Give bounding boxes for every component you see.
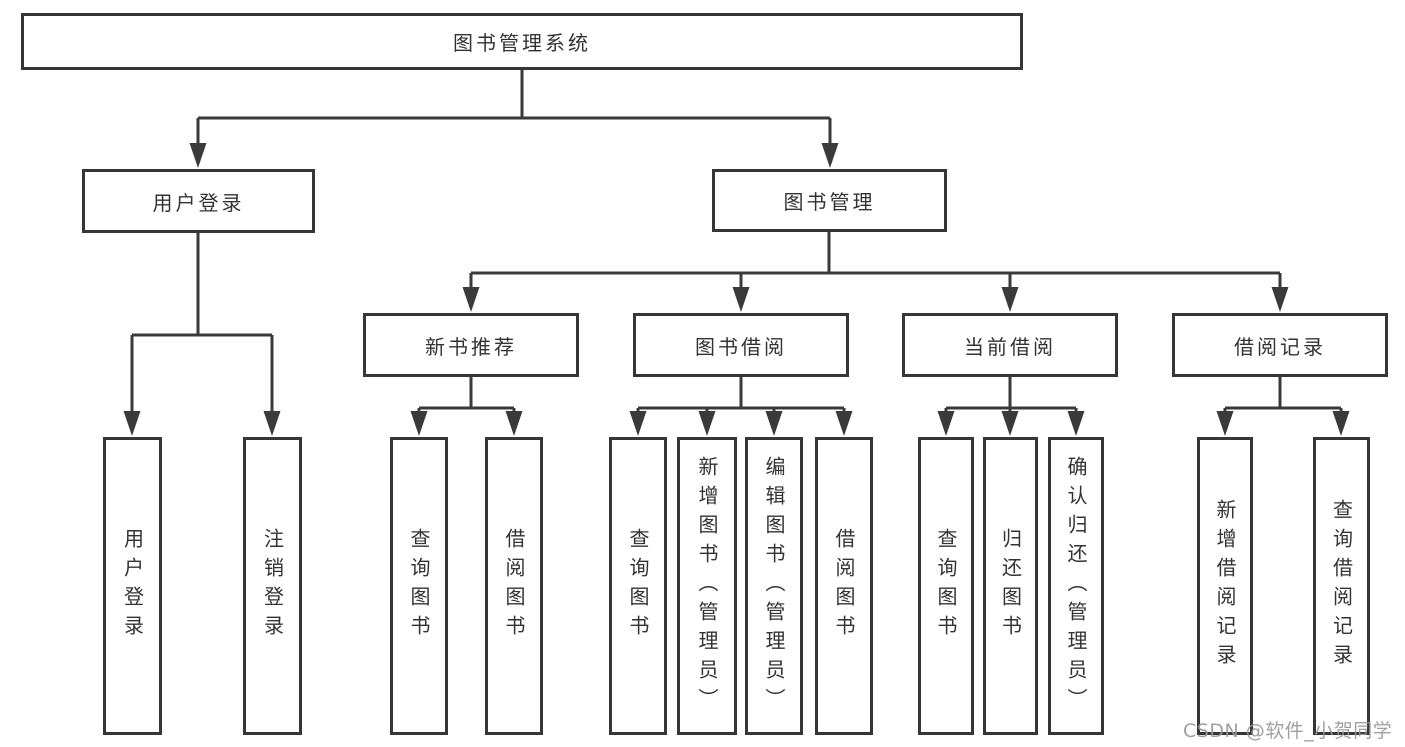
- leaf-borrow-book-recommend-label: 借阅图书: [502, 528, 526, 644]
- leaf-borrow-book-recommend: 借阅图书: [485, 437, 543, 735]
- leaf-borrow-book: 借阅图书: [815, 437, 873, 735]
- leaf-query-borrow-record-label: 查询借阅记录: [1329, 499, 1354, 673]
- connector-new-book-rec-group: [410, 377, 523, 436]
- leaf-add-borrow-record-label: 新增借阅记录: [1213, 499, 1237, 673]
- leaf-query-book-current: 查询图书: [918, 437, 974, 735]
- node-new-book-recommend: 新书推荐: [363, 313, 579, 377]
- node-book-management-label: 图书管理: [783, 190, 876, 214]
- leaf-query-book-current-label: 查询图书: [934, 528, 958, 644]
- leaf-return-book-label: 归还图书: [998, 528, 1023, 644]
- leaf-confirm-return-admin-label: 确认归还（管理员）: [1064, 455, 1088, 717]
- node-new-book-recommend-label: 新书推荐: [425, 334, 517, 359]
- leaf-query-book-borrow: 查询图书: [609, 437, 667, 735]
- connector-book-borrow-group: [629, 377, 853, 436]
- node-root-system: 图书管理系统: [21, 13, 1023, 70]
- leaf-add-borrow-record: 新增借阅记录: [1197, 437, 1253, 735]
- connector-user-login-group: [123, 233, 281, 436]
- connector-current-borrow-group: [937, 377, 1085, 436]
- node-user-login-label: 用户登录: [152, 190, 245, 215]
- node-book-management: 图书管理: [712, 169, 947, 232]
- connector-root-to-level1: [189, 70, 839, 168]
- connector-book-mgmt-to-level2: [462, 232, 1289, 312]
- node-book-borrow-label: 图书借阅: [695, 334, 787, 359]
- leaf-return-book: 归还图书: [983, 437, 1038, 735]
- leaf-user-login-label: 用户登录: [120, 528, 145, 644]
- node-borrow-record: 借阅记录: [1172, 313, 1388, 377]
- leaf-borrow-book-label: 借阅图书: [832, 528, 856, 644]
- leaf-logout-label: 注销登录: [260, 528, 285, 644]
- leaf-query-book-borrow-label: 查询图书: [626, 528, 650, 644]
- leaf-query-book-recommend: 查询图书: [390, 437, 448, 735]
- csdn-watermark: CSDN @软件_小贺同学: [1183, 720, 1393, 742]
- leaf-query-book-recommend-label: 查询图书: [407, 528, 431, 644]
- node-book-borrow: 图书借阅: [633, 313, 849, 377]
- leaf-edit-book-admin: 编辑图书（管理员）: [745, 437, 803, 735]
- leaf-add-book-admin: 新增图书（管理员）: [677, 437, 737, 735]
- node-user-login: 用户登录: [82, 169, 315, 233]
- leaf-logout: 注销登录: [243, 437, 302, 735]
- leaf-add-book-admin-label: 新增图书（管理员）: [695, 455, 719, 717]
- connector-borrow-record-group: [1216, 377, 1350, 436]
- node-borrow-record-label: 借阅记录: [1234, 334, 1326, 359]
- leaf-confirm-return-admin: 确认归还（管理员）: [1048, 437, 1104, 735]
- leaf-user-login: 用户登录: [103, 437, 162, 735]
- node-current-borrow-label: 当前借阅: [964, 334, 1056, 359]
- leaf-query-borrow-record: 查询借阅记录: [1313, 437, 1370, 735]
- node-current-borrow: 当前借阅: [902, 313, 1118, 377]
- leaf-edit-book-admin-label: 编辑图书（管理员）: [762, 455, 786, 717]
- node-root-system-label: 图书管理系统: [453, 31, 591, 55]
